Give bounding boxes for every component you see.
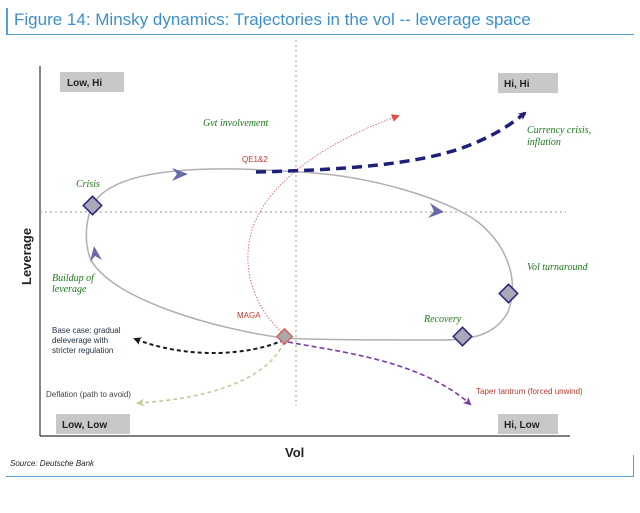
- currency-crisis-label-line2: inflation: [527, 137, 561, 148]
- title-divider: [6, 34, 634, 35]
- quadrant-bottom-right-label: Hi, Low: [504, 420, 540, 431]
- crisis-diamond-icon: [82, 195, 103, 216]
- quadrant-bottom-right: Hi, Low: [498, 414, 558, 434]
- quadrant-top-right: Hi, Hi: [498, 73, 558, 93]
- base-case-path: [133, 337, 285, 355]
- red-upward-path: [247, 114, 400, 337]
- deflation-label: Deflation (path to avoid): [46, 390, 131, 399]
- currency-crisis-label-line1: Currency crisis,: [527, 125, 591, 136]
- cycle-arrow-left-icon: [90, 246, 102, 262]
- y-axis-title: Leverage: [19, 228, 34, 285]
- recovery-diamond-icon: [452, 326, 473, 347]
- base-case-label-line3: stricter regulation: [52, 346, 113, 355]
- crisis-label: Crisis: [76, 179, 100, 190]
- minsky-cycle-path: [85, 168, 514, 341]
- current-position-diamond-icon: [275, 327, 294, 346]
- quadrant-bottom-left: Low, Low: [56, 414, 130, 434]
- base-case-label-line1: Base case: gradual: [52, 326, 121, 335]
- deflation-path: [136, 341, 285, 407]
- cycle-arrow-right-icon: [428, 203, 444, 218]
- cycle-arrow-top-icon: [172, 168, 188, 181]
- qe-currency-crisis-path: [255, 111, 527, 174]
- buildup-label-line2: leverage: [52, 284, 87, 295]
- vol-turnaround-diamond-icon: [498, 283, 519, 304]
- maga-label: MAGA: [237, 311, 261, 320]
- taper-tantrum-label: Taper tantrum (forced unwind): [476, 387, 583, 396]
- base-case-label-line2: deleverage with: [52, 336, 108, 345]
- vol-turnaround-label: Vol turnaround: [527, 262, 588, 273]
- qe-label: QE1&2: [242, 155, 268, 164]
- footer-accent-bar: [633, 455, 634, 477]
- quadrant-top-left: Low, Hi: [60, 72, 124, 92]
- title-accent-bar: [6, 8, 8, 34]
- figure-title: Figure 14: Minsky dynamics: Trajectories…: [14, 10, 531, 29]
- quadrant-top-left-label: Low, Hi: [67, 78, 102, 89]
- footer-divider: [6, 476, 634, 477]
- recovery-label: Recovery: [423, 314, 462, 325]
- quadrant-top-right-label: Hi, Hi: [504, 79, 530, 90]
- quadrant-bottom-left-label: Low, Low: [62, 420, 107, 431]
- gvt-involvement-label: Gvt involvement: [203, 118, 268, 129]
- source-note: Source: Deutsche Bank: [10, 459, 95, 468]
- taper-tantrum-path: [287, 341, 472, 406]
- buildup-label-line1: Buildup of: [52, 273, 95, 284]
- x-axis-title: Vol: [285, 445, 304, 460]
